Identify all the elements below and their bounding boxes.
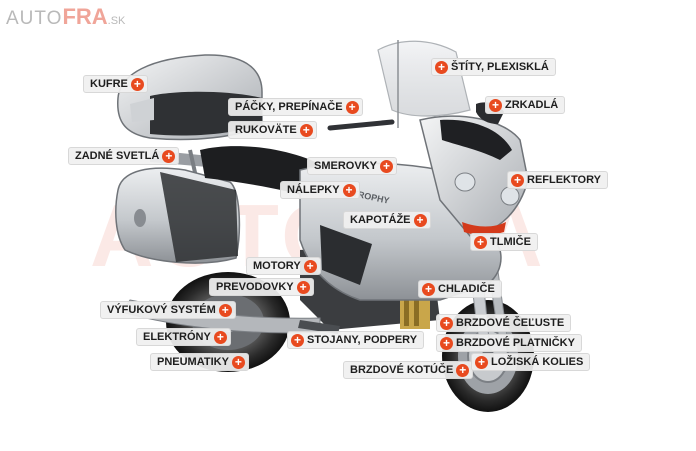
hotspot-nalepky[interactable]: NÁLEPKY+ (280, 181, 360, 199)
logo-tld: .SK (107, 15, 126, 27)
plus-icon: + (296, 280, 310, 294)
plus-icon: + (299, 123, 313, 137)
hotspot-brzdove-kotuce[interactable]: BRZDOVÉ KOTÚČE+ (343, 361, 474, 379)
plus-icon: + (440, 336, 453, 350)
plus-icon: + (489, 98, 502, 112)
hotspot-tlmice[interactable]: +TLMIČE (470, 233, 538, 251)
plus-icon: + (422, 282, 435, 296)
hotspot-label: BRZDOVÉ KOTÚČE (350, 364, 454, 376)
hotspot-label: PÁČKY, PREPÍNAČE (235, 101, 343, 113)
hotspot-reflektory[interactable]: +REFLEKTORY (507, 171, 608, 189)
hotspot-kapotaze[interactable]: KAPOTÁŽE+ (343, 211, 431, 229)
hotspot-label: RUKOVÄTE (235, 124, 297, 136)
hotspot-packy[interactable]: PÁČKY, PREPÍNAČE+ (228, 98, 363, 116)
hotspot-brzdove-platnicky[interactable]: +BRZDOVÉ PLATNIČKY (436, 334, 582, 352)
hotspot-label: ŠTÍTY, PLEXISKLÁ (451, 61, 549, 73)
hotspot-label: PREVODOVKY (216, 281, 294, 293)
hotspot-elektrony[interactable]: ELEKTRÓNY+ (136, 328, 231, 346)
hotspot-label: SMEROVKY (314, 160, 377, 172)
plus-icon: + (440, 316, 453, 330)
hotspot-label: MOTORY (253, 260, 301, 272)
hotspot-label: REFLEKTORY (527, 174, 601, 186)
hotspot-stity[interactable]: +ŠTÍTY, PLEXISKLÁ (431, 58, 556, 76)
hotspot-label: LOŽISKÁ KOLIES (491, 356, 584, 368)
hotspot-zadne-svetla[interactable]: ZADNÉ SVETLÁ+ (68, 147, 180, 165)
hotspot-pneumatiky[interactable]: PNEUMATIKY+ (150, 353, 249, 371)
hotspot-label: ZADNÉ SVETLÁ (75, 150, 160, 162)
hotspot-stojany[interactable]: +STOJANY, PODPERY (287, 331, 425, 349)
plus-icon: + (345, 100, 359, 114)
plus-icon: + (303, 259, 317, 273)
hotspot-brzdove-celuste[interactable]: +BRZDOVÉ ČEĽUSTE (436, 314, 572, 332)
plus-icon: + (162, 149, 176, 163)
plus-icon: + (213, 330, 227, 344)
plus-icon: + (130, 77, 144, 91)
hotspot-loziska-kolies[interactable]: +LOŽISKÁ KOLIES (471, 353, 591, 371)
plus-icon: + (475, 355, 488, 369)
logo-brand: FRA (62, 4, 108, 29)
hotspot-label: ZRKADLÁ (505, 99, 559, 111)
plus-icon: + (435, 60, 448, 74)
hotspot-rukovate[interactable]: RUKOVÄTE+ (228, 121, 317, 139)
hotspot-prevodovky[interactable]: PREVODOVKY+ (209, 278, 314, 296)
hotspot-label: PNEUMATIKY (157, 356, 229, 368)
side-pannier (115, 167, 241, 264)
hotspot-label: VÝFUKOVÝ SYSTÉM (107, 304, 216, 316)
hotspot-chladice[interactable]: +CHLADIČE (418, 280, 502, 298)
plus-icon: + (413, 213, 427, 227)
site-logo[interactable]: AUTOFRA.SK (6, 4, 125, 30)
hotspot-label: NÁLEPKY (287, 184, 340, 196)
hotspot-vyfukovy-system[interactable]: VÝFUKOVÝ SYSTÉM+ (100, 301, 236, 319)
hotspot-label: KAPOTÁŽE (350, 214, 411, 226)
plus-icon: + (511, 173, 524, 187)
logo-prefix: AUTO (6, 8, 63, 29)
plus-icon: + (218, 303, 232, 317)
hotspot-label: STOJANY, PODPERY (307, 334, 418, 346)
hotspot-label: ELEKTRÓNY (143, 331, 211, 343)
hotspot-smerovky[interactable]: SMEROVKY+ (307, 157, 397, 175)
plus-icon: + (291, 333, 304, 347)
plus-icon: + (474, 235, 487, 249)
plus-icon: + (379, 159, 393, 173)
hotspot-motory[interactable]: MOTORY+ (246, 257, 321, 275)
hotspot-label: BRZDOVÉ PLATNIČKY (456, 337, 575, 349)
hotspot-label: BRZDOVÉ ČEĽUSTE (456, 317, 565, 329)
hotspot-label: CHLADIČE (438, 283, 495, 295)
hotspot-label: KUFRE (90, 78, 128, 90)
hotspot-label: TLMIČE (490, 236, 531, 248)
plus-icon: + (342, 183, 356, 197)
plus-icon: + (456, 363, 470, 377)
plus-icon: + (231, 355, 245, 369)
hotspot-zrkadla[interactable]: +ZRKADLÁ (485, 96, 566, 114)
hotspot-kufre[interactable]: KUFRE+ (83, 75, 148, 93)
